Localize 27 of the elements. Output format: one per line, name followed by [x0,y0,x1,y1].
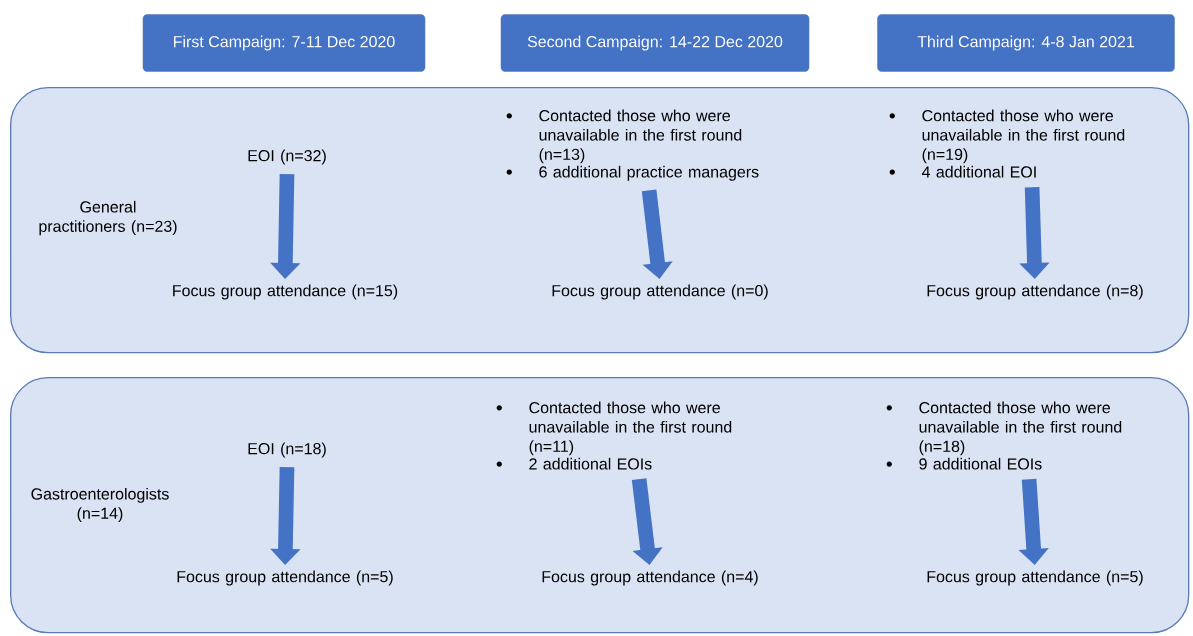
node-label: Contacted those who were unavailable in the first round (n=11) [529,401,732,456]
node-label: Contacted those who were unavailable in the first round (n=13) [539,109,742,164]
count-text: Focus group attendance (n=5) [927,570,1143,586]
count-text: Focus group attendance (n=4) [542,570,758,586]
node-label: 6 additional practice managers [539,165,759,181]
campaign-header: Second Campaign: 14-22 Dec 2020 [500,14,810,72]
node-label: 2 additional EOIs [529,457,652,470]
bullet-list: Contacted those who were unavailable in the first round (n=11) 2 additional EOIs [496,401,732,470]
group-label: General practitioners (n=23) [39,200,177,236]
block-arrow [641,189,673,279]
count-text: EOI (n=32) [248,149,326,165]
campaign-header: Third Campaign: 4-8 Jan 2021 [877,14,1175,72]
campaign-header: First Campaign: 7-11 Dec 2020 [142,14,426,72]
node-label: 9 additional EOIs [919,457,1042,470]
group-label: Gastroenterologists (n=14) [31,487,169,523]
bullet-list: Contacted those who were unavailable in the first round (n=18) 9 additional EOIs [886,401,1122,470]
count-text: Focus group attendance (n=5) [177,570,393,586]
node-label: Contacted those who were unavailable in the first round (n=19) [922,109,1125,164]
count-text: Focus group attendance (n=15) [173,284,398,300]
block-arrow [631,478,663,565]
bullet-list: Contacted those who were unavailable in the first round (n=19) 4 additional EOI [889,109,1125,178]
count-text: Focus group attendance (n=0) [552,284,768,300]
bullet-list: Contacted those who were unavailable in the first round (n=13) 6 additional practice managers [506,109,759,181]
node-label: 4 additional EOI [921,165,1036,178]
node-label: Contacted those who were unavailable in the first round (n=18) [919,401,1122,456]
count-text: Focus group attendance (n=8) [927,284,1143,300]
count-text: EOI (n=18) [248,442,326,458]
